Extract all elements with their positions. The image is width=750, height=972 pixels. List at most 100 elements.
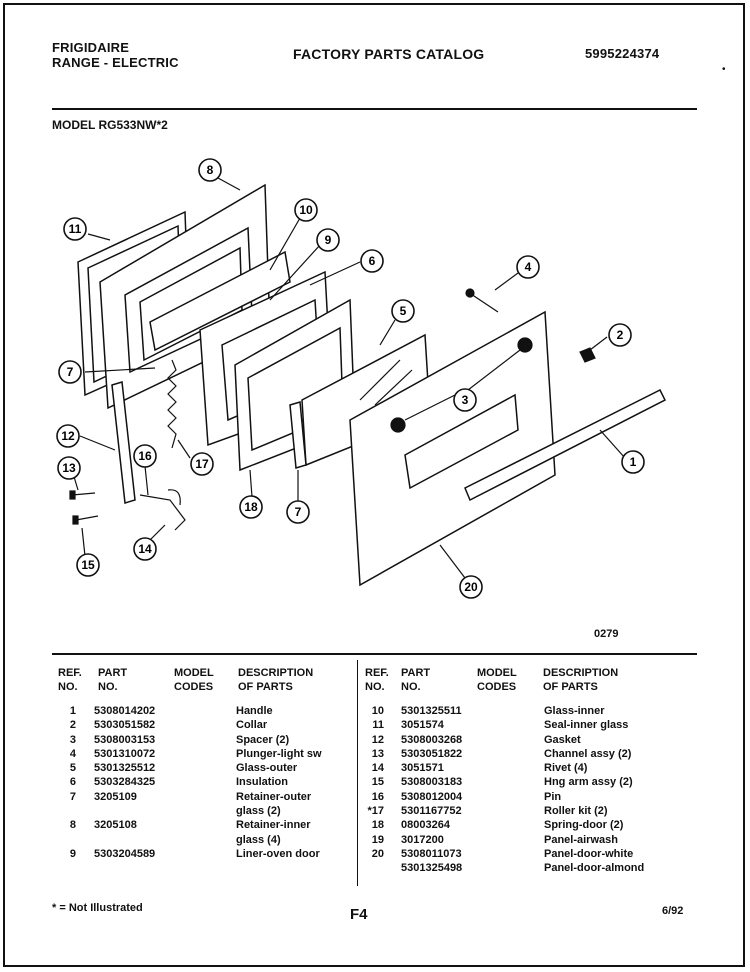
callout-8: 7 [58, 360, 82, 384]
left-ref-column: 1 2 3 4 5 6 7 8 9 [52, 704, 76, 861]
svg-text:7: 7 [67, 365, 74, 379]
plunger-part [465, 288, 499, 313]
svg-text:1: 1 [630, 455, 637, 469]
table-cell: 3 [69, 733, 76, 746]
table-cell: 5301325498 [401, 862, 463, 875]
svg-text:16: 16 [138, 449, 152, 463]
svg-text:5: 5 [400, 304, 407, 318]
svg-text:11: 11 [69, 222, 82, 236]
svg-text:3: 3 [462, 393, 469, 407]
table-cell: 3051571 [401, 762, 444, 775]
rivet-part [69, 490, 96, 500]
table-cell: 5303051822 [401, 747, 463, 760]
callout-2: 2 [608, 323, 632, 347]
table-cell [94, 833, 155, 847]
table-cell: 5308003183 [401, 776, 463, 789]
table-cell [356, 861, 384, 875]
table-cell: 5303284325 [94, 776, 156, 789]
table-cell: 5301167752 [401, 805, 462, 818]
table-cell: Panel-door-almond [544, 862, 645, 875]
table-cell: 16 [371, 790, 384, 803]
callout-16: 15 [76, 553, 100, 577]
table-cell: 5308011073 [401, 847, 462, 860]
table-cell: 5303204589 [94, 847, 156, 860]
col-header-desc-right: DESCRIPTION OF PARTS [543, 667, 619, 693]
table-cell [94, 804, 155, 818]
table-column-divider [357, 660, 358, 886]
table-cell: 5308003268 [401, 733, 463, 746]
channel-part [111, 381, 136, 504]
right-ref-column: 10 11 12 13 14 15 16 *17 18 19 20 [356, 704, 384, 876]
table-cell [52, 833, 76, 847]
callout-7: 7 [286, 500, 310, 524]
table-cell: 9 [69, 847, 76, 860]
table-cell: 5308014202 [94, 705, 156, 717]
callout-19: 18 [239, 495, 263, 519]
col-header-ref-left: REF. NO. [58, 667, 82, 693]
table-cell: 5303051582 [94, 719, 156, 732]
table-cell: 3017200 [401, 833, 444, 846]
callout-13: 12 [56, 424, 80, 448]
collar-part [579, 347, 596, 363]
table-cell: 12 [371, 733, 384, 746]
right-desc-column: Glass-inner Seal-inner glass Gasket Chan… [544, 704, 644, 876]
diagram-code: 0279 [594, 628, 619, 640]
svg-text:2: 2 [617, 328, 624, 342]
callout-11: 10 [294, 198, 318, 222]
callout-9: 8 [198, 158, 222, 182]
corner-mark: • [722, 64, 726, 75]
callout-6: 6 [360, 249, 384, 273]
table-cell: 08003264 [401, 819, 450, 832]
table-top-rule [52, 653, 697, 655]
catalog-title: FACTORY PARTS CATALOG [293, 46, 485, 62]
table-cell: *17 [367, 805, 384, 818]
callout-17: 16 [133, 444, 157, 468]
table-cell: Hng arm assy (2) [544, 776, 633, 789]
table-cell: 18 [371, 819, 384, 832]
table-cell: 5301310072 [94, 747, 156, 760]
svg-text:10: 10 [299, 203, 313, 217]
table-cell: glass (2) [236, 805, 281, 818]
table-cell: 14 [371, 762, 384, 775]
left-desc-column: Handle Collar Spacer (2) Plunger-light s… [236, 704, 322, 861]
callout-14: 13 [57, 456, 81, 480]
table-cell: 5 [69, 762, 76, 775]
table-cell: Seal-inner glass [544, 719, 629, 732]
right-part-column: 5301325511 3051574 5308003268 5303051822… [401, 704, 462, 876]
table-cell: 5301325512 [94, 762, 156, 775]
catalog-number: 5995224374 [585, 46, 660, 61]
table-cell: Spacer (2) [236, 733, 290, 746]
page-border [3, 3, 745, 967]
table-cell: Roller kit (2) [544, 805, 608, 818]
table-cell: 13 [371, 747, 384, 760]
table-cell: Handle [236, 705, 273, 717]
table-cell: Panel-airwash [544, 833, 618, 846]
table-cell: 5308012004 [401, 790, 463, 803]
table-cell: 7 [69, 790, 76, 803]
svg-text:9: 9 [325, 233, 332, 247]
table-cell: Retainer-inner [236, 819, 311, 832]
svg-text:18: 18 [244, 500, 258, 514]
svg-text:17: 17 [195, 457, 209, 471]
footnote: * = Not Illustrated [52, 902, 143, 914]
product-type: RANGE - ELECTRIC [52, 55, 179, 70]
table-cell: 2 [69, 719, 76, 732]
left-part-column: 5308014202 5303051582 5308003153 5301310… [94, 704, 155, 861]
table-cell: Liner-oven door [236, 847, 320, 860]
pin-part [72, 515, 99, 525]
col-header-ref-right: REF. NO. [365, 667, 389, 693]
hinge-arm-part [139, 489, 186, 531]
table-cell: 4 [69, 747, 76, 760]
callout-3: 3 [453, 388, 477, 412]
table-cell: 10 [371, 705, 384, 717]
table-cell: Gasket [544, 733, 581, 746]
page-number: F4 [350, 906, 368, 923]
table-cell: Spring-door (2) [544, 819, 624, 832]
table-cell: Plunger-light sw [236, 747, 322, 760]
table-cell: Rivet (4) [544, 762, 588, 775]
callout-15: 14 [133, 537, 157, 561]
svg-text:6: 6 [369, 254, 376, 268]
table-cell: 5301325511 [401, 705, 462, 717]
table-cell: 15 [371, 776, 384, 789]
